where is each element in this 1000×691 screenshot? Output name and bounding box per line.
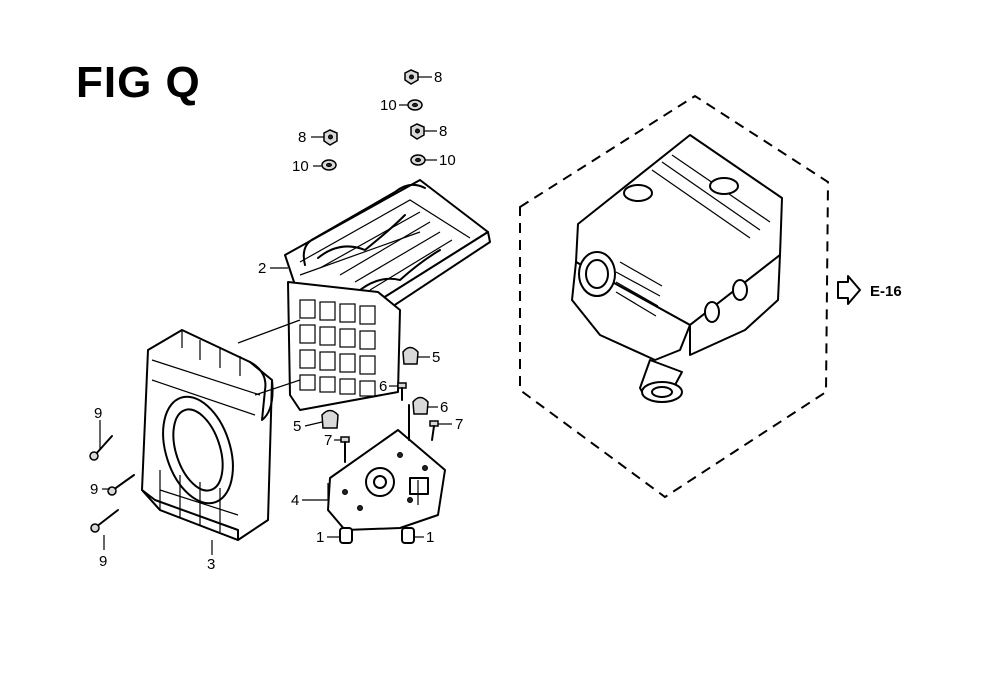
callout-label: 5	[293, 418, 301, 435]
callout-label: 1	[316, 529, 324, 546]
cap-nut-icon	[321, 409, 339, 429]
callout-label: 7	[324, 432, 332, 449]
part-3-housing	[141, 329, 274, 541]
fastener-cap-nuts	[321, 346, 429, 429]
callout-labels: 8 10 8 8 10 10 2 5 6 6 5 7 7 9 9 9 4 1 1…	[90, 69, 463, 573]
hex-nut-icon	[410, 123, 425, 140]
bolt-icon	[397, 382, 407, 401]
cap-nut-icon	[402, 346, 419, 365]
fastener-nuts-washers	[321, 69, 426, 171]
callout-label: 8	[434, 69, 442, 86]
callout-leaders	[99, 76, 452, 555]
figure-title: FIG Q	[76, 58, 201, 107]
fastener-bolts	[89, 382, 439, 533]
callout-label: 10	[439, 152, 456, 169]
bolt-icon	[90, 509, 119, 533]
engine-reference-group	[519, 94, 830, 499]
callout-label: 9	[90, 481, 98, 498]
callout-label: 1	[426, 529, 434, 546]
cap-nut-icon	[412, 396, 429, 415]
part-4-bracket	[327, 429, 446, 531]
engine-illustration	[571, 134, 783, 403]
callout-label: 8	[298, 129, 306, 146]
hex-nut-icon	[323, 129, 338, 146]
washer-icon	[321, 159, 337, 171]
callout-label: 7	[455, 416, 463, 433]
bolt-icon	[340, 436, 350, 463]
callout-label: 6	[440, 399, 448, 416]
callout-label: 10	[292, 158, 309, 175]
callout-label: 9	[94, 405, 102, 422]
bolt-icon	[429, 420, 439, 441]
callout-label: 3	[207, 556, 215, 573]
bolt-icon	[89, 435, 113, 461]
arrow-right-icon	[837, 275, 861, 305]
callout-label: 8	[439, 123, 447, 140]
washer-icon	[407, 99, 423, 111]
rubber-feet	[339, 527, 415, 544]
alignment-lines	[237, 231, 421, 396]
reference-e16[interactable]: E-16	[837, 275, 902, 305]
part-2-intake-plate	[284, 179, 491, 411]
reference-label: E-16	[870, 283, 902, 300]
engine-reference-boundary	[519, 94, 830, 499]
callout-label: 9	[99, 553, 107, 570]
callout-label: 2	[258, 260, 266, 277]
washer-icon	[410, 154, 426, 166]
callout-label: 10	[380, 97, 397, 114]
hex-nut-icon	[404, 69, 419, 85]
callout-label: 6	[379, 378, 387, 395]
callout-label: 4	[291, 492, 299, 509]
bolt-icon	[107, 474, 135, 496]
callout-label: 5	[432, 349, 440, 366]
